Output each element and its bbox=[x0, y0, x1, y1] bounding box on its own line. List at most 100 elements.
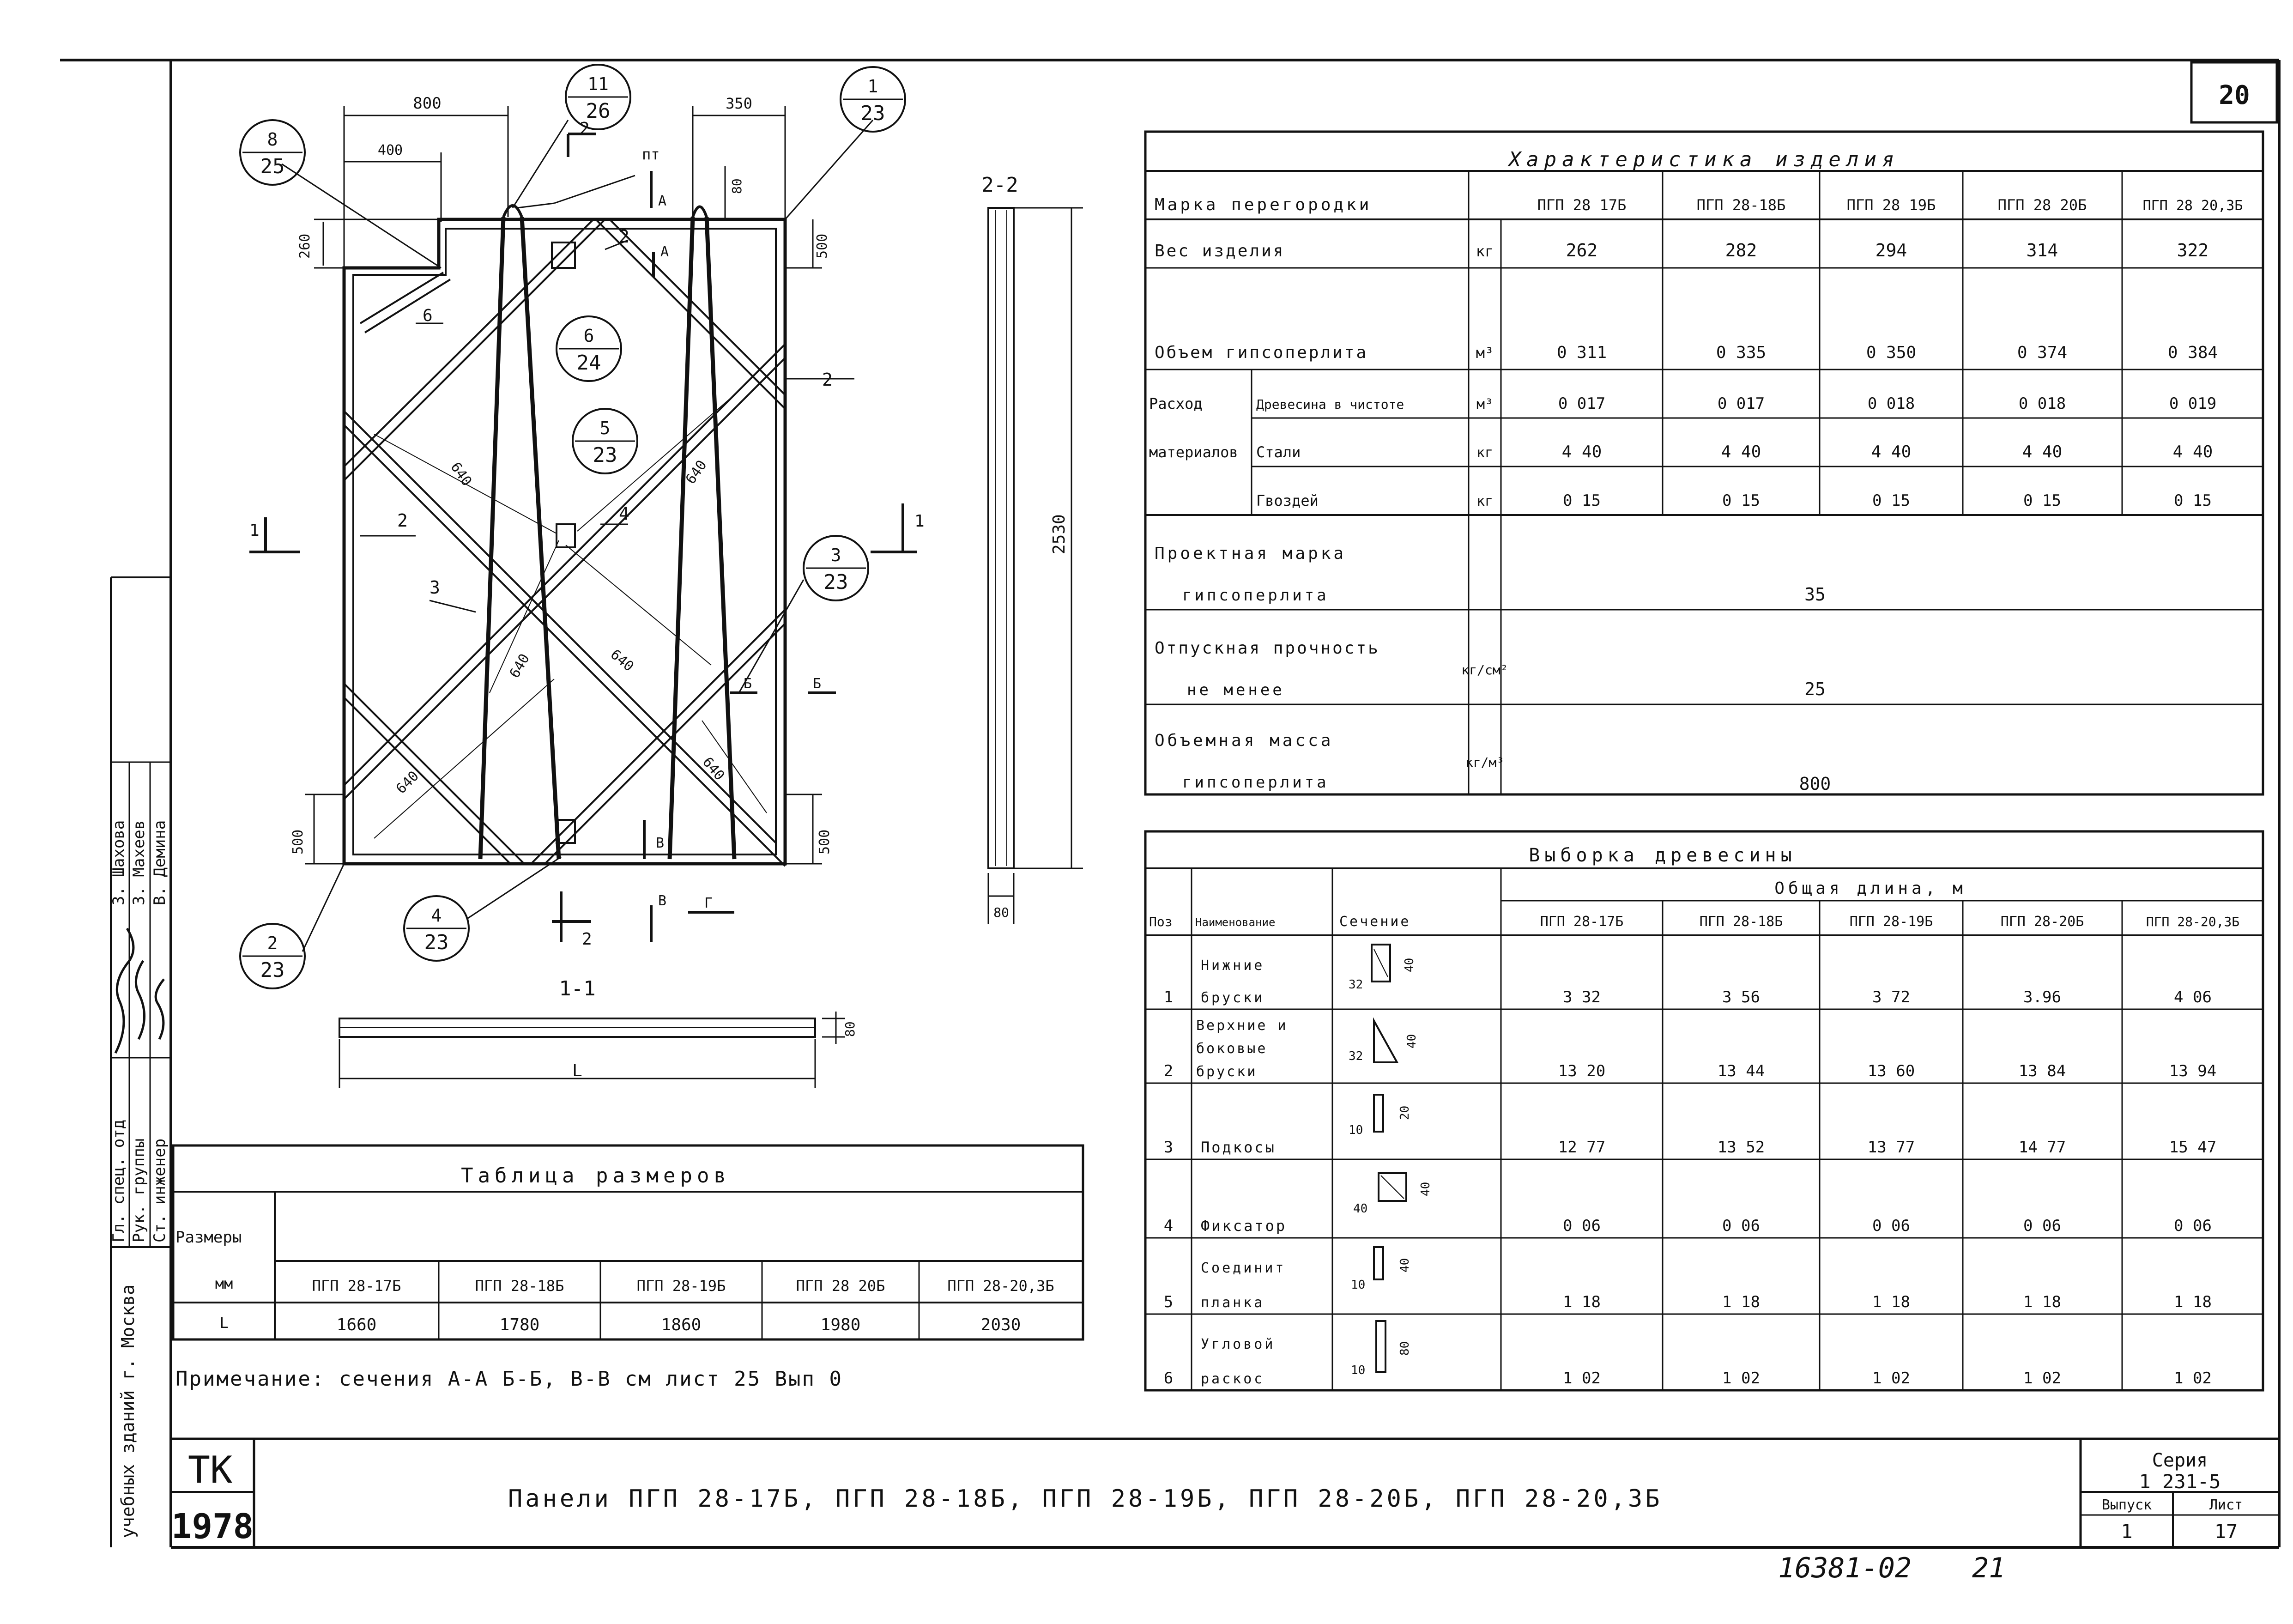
dim-260: 260 bbox=[297, 234, 313, 259]
wood-header-pos: Поз bbox=[1149, 914, 1173, 929]
label-v-bottom: В bbox=[658, 893, 666, 909]
svg-text:10: 10 bbox=[1351, 1278, 1365, 1292]
signature-2 bbox=[134, 960, 145, 1040]
dim-640-f: 640 bbox=[699, 754, 728, 784]
side-stamp: Гл. спец. отд Рук. группы Ст. инженер З.… bbox=[109, 820, 169, 1538]
section-marker-2-top: 2 bbox=[580, 119, 590, 138]
svg-text:Расход: Расход bbox=[1149, 395, 1203, 412]
wood-header-section: Сечение bbox=[1339, 914, 1410, 930]
svg-text:23: 23 bbox=[424, 931, 449, 954]
svg-text:314: 314 bbox=[2027, 240, 2058, 261]
signature-1 bbox=[114, 927, 135, 1054]
svg-text:4 40: 4 40 bbox=[1871, 442, 1912, 461]
wood-row-5: 5 Соединит планка 10 40 1 18 1 18 1 18 1… bbox=[1164, 1246, 2212, 1311]
svg-text:1 18: 1 18 bbox=[1872, 1293, 1910, 1311]
section-1-1 bbox=[339, 1012, 845, 1088]
signature-3 bbox=[154, 978, 165, 1040]
label-b-right: Б bbox=[813, 676, 821, 692]
dim-350: 350 bbox=[726, 95, 752, 112]
svg-text:Древесина в чистоте: Древесина в чистоте bbox=[1256, 397, 1404, 412]
svg-text:материалов: материалов bbox=[1149, 443, 1238, 461]
series-label: Серия bbox=[2152, 1450, 2208, 1471]
svg-text:15 47: 15 47 bbox=[2169, 1138, 2216, 1157]
svg-text:25: 25 bbox=[260, 155, 285, 178]
svg-text:0 15: 0 15 bbox=[1872, 491, 1910, 510]
callout-2-23: 2 23 bbox=[239, 923, 306, 989]
svg-text:Нижние: Нижние bbox=[1201, 957, 1264, 974]
svg-text:3 72: 3 72 bbox=[1872, 988, 1910, 1006]
section-1-1-title: 1-1 bbox=[559, 977, 595, 1000]
svg-text:1 02: 1 02 bbox=[2023, 1369, 2061, 1388]
svg-text:1 18: 1 18 bbox=[1563, 1293, 1601, 1311]
svg-text:кг: кг bbox=[1476, 242, 1494, 260]
wood-col-5: ПГП 28-20,3Б bbox=[2146, 914, 2239, 929]
svg-text:гипсоперлита: гипсоперлита bbox=[1182, 586, 1329, 605]
callout-11-26: 11 26 bbox=[565, 64, 631, 130]
svg-text:13 20: 13 20 bbox=[1558, 1062, 1605, 1080]
svg-text:40: 40 bbox=[1353, 1202, 1367, 1216]
char-row-wood: Расход Древесина в чистоте м³ 0 017 0 01… bbox=[1149, 394, 2216, 413]
wood-row-6: 6 Угловой раскос 10 80 1 02 1 02 1 02 1 … bbox=[1164, 1320, 2212, 1388]
sizes-value-3: 1860 bbox=[661, 1315, 702, 1334]
callout-4-23: 4 23 bbox=[403, 895, 470, 962]
stamp-code: 16381-02 bbox=[1778, 1552, 1912, 1584]
dim-640-d: 640 bbox=[607, 646, 637, 675]
issue-value: 1 bbox=[2121, 1520, 2132, 1543]
svg-text:1 02: 1 02 bbox=[1722, 1369, 1760, 1388]
svg-text:23: 23 bbox=[260, 958, 285, 982]
svg-text:40: 40 bbox=[1398, 1258, 1412, 1273]
svg-text:10: 10 bbox=[1349, 1123, 1363, 1137]
page-number: 20 bbox=[2219, 80, 2250, 110]
side-stamp-role-2: Рук. группы bbox=[130, 1139, 148, 1242]
char-row-grade: Проектная марка гипсоперлита 35 bbox=[1155, 544, 1826, 605]
sizes-table bbox=[172, 1144, 1084, 1341]
wood-col-4: ПГП 28-20Б bbox=[2001, 914, 2084, 930]
svg-text:13 52: 13 52 bbox=[1718, 1138, 1765, 1157]
svg-text:1 18: 1 18 bbox=[2174, 1293, 2212, 1311]
dim-500-bottom-left: 500 bbox=[290, 830, 306, 854]
svg-text:бруски: бруски bbox=[1196, 1064, 1257, 1080]
sizes-unit: мм bbox=[215, 1275, 233, 1292]
svg-text:13 77: 13 77 bbox=[1868, 1138, 1915, 1157]
svg-text:Вес изделия: Вес изделия bbox=[1155, 242, 1285, 261]
label-part-2-left: 2 bbox=[397, 510, 408, 531]
svg-text:80: 80 bbox=[1398, 1341, 1412, 1356]
label-part-4: 4 bbox=[619, 503, 629, 524]
label-part-2-top: 2 bbox=[619, 226, 629, 247]
label-b-left: Б bbox=[744, 676, 752, 692]
label-v-top: В bbox=[656, 835, 664, 851]
svg-text:1 02: 1 02 bbox=[2174, 1369, 2212, 1388]
wood-col-3: ПГП 28-19Б bbox=[1850, 914, 1933, 930]
svg-text:1 02: 1 02 bbox=[1872, 1369, 1910, 1388]
svg-text:0 15: 0 15 bbox=[1563, 491, 1601, 510]
char-row-density: Объемная масса гипсоперлита кг/м³ 800 bbox=[1155, 731, 1831, 794]
sizes-value-2: 1780 bbox=[500, 1315, 540, 1334]
svg-text:Проектная марка: Проектная марка bbox=[1155, 544, 1346, 563]
svg-text:20: 20 bbox=[1398, 1106, 1412, 1120]
svg-text:24: 24 bbox=[577, 351, 601, 375]
char-col-3: ПГП 28 19Б bbox=[1847, 196, 1936, 214]
dim-2530: 2530 bbox=[1050, 514, 1069, 554]
dim-500-bottom-right: 500 bbox=[817, 830, 833, 854]
sizes-value-5: 2030 bbox=[981, 1315, 1021, 1334]
svg-text:4 06: 4 06 bbox=[2174, 988, 2212, 1006]
svg-text:0 06: 0 06 bbox=[2174, 1217, 2212, 1235]
dim-640-b: 640 bbox=[683, 457, 710, 487]
svg-text:0 311: 0 311 bbox=[1557, 343, 1607, 362]
svg-text:800: 800 bbox=[1799, 774, 1831, 794]
svg-text:23: 23 bbox=[824, 570, 848, 594]
sheet-value: 17 bbox=[2214, 1520, 2238, 1543]
panel-elevation bbox=[249, 106, 917, 952]
sizes-row-label: Размеры bbox=[175, 1228, 242, 1247]
svg-text:4 40: 4 40 bbox=[2022, 442, 2063, 461]
svg-text:32: 32 bbox=[1349, 978, 1363, 992]
svg-text:Гвоздей: Гвоздей bbox=[1256, 492, 1319, 509]
svg-text:бруски: бруски bbox=[1201, 990, 1264, 1006]
char-row-volume: Объем гипсоперлита м³ 0 311 0 335 0 350 … bbox=[1155, 343, 2218, 362]
sizes-value-1: 1660 bbox=[337, 1315, 377, 1334]
svg-text:13 60: 13 60 bbox=[1868, 1062, 1915, 1080]
svg-text:11: 11 bbox=[587, 74, 609, 94]
svg-text:раскос: раскос bbox=[1201, 1371, 1264, 1387]
characteristics-table bbox=[1144, 130, 2264, 796]
sizes-col-5: ПГП 28-20,3Б bbox=[947, 1277, 1054, 1295]
